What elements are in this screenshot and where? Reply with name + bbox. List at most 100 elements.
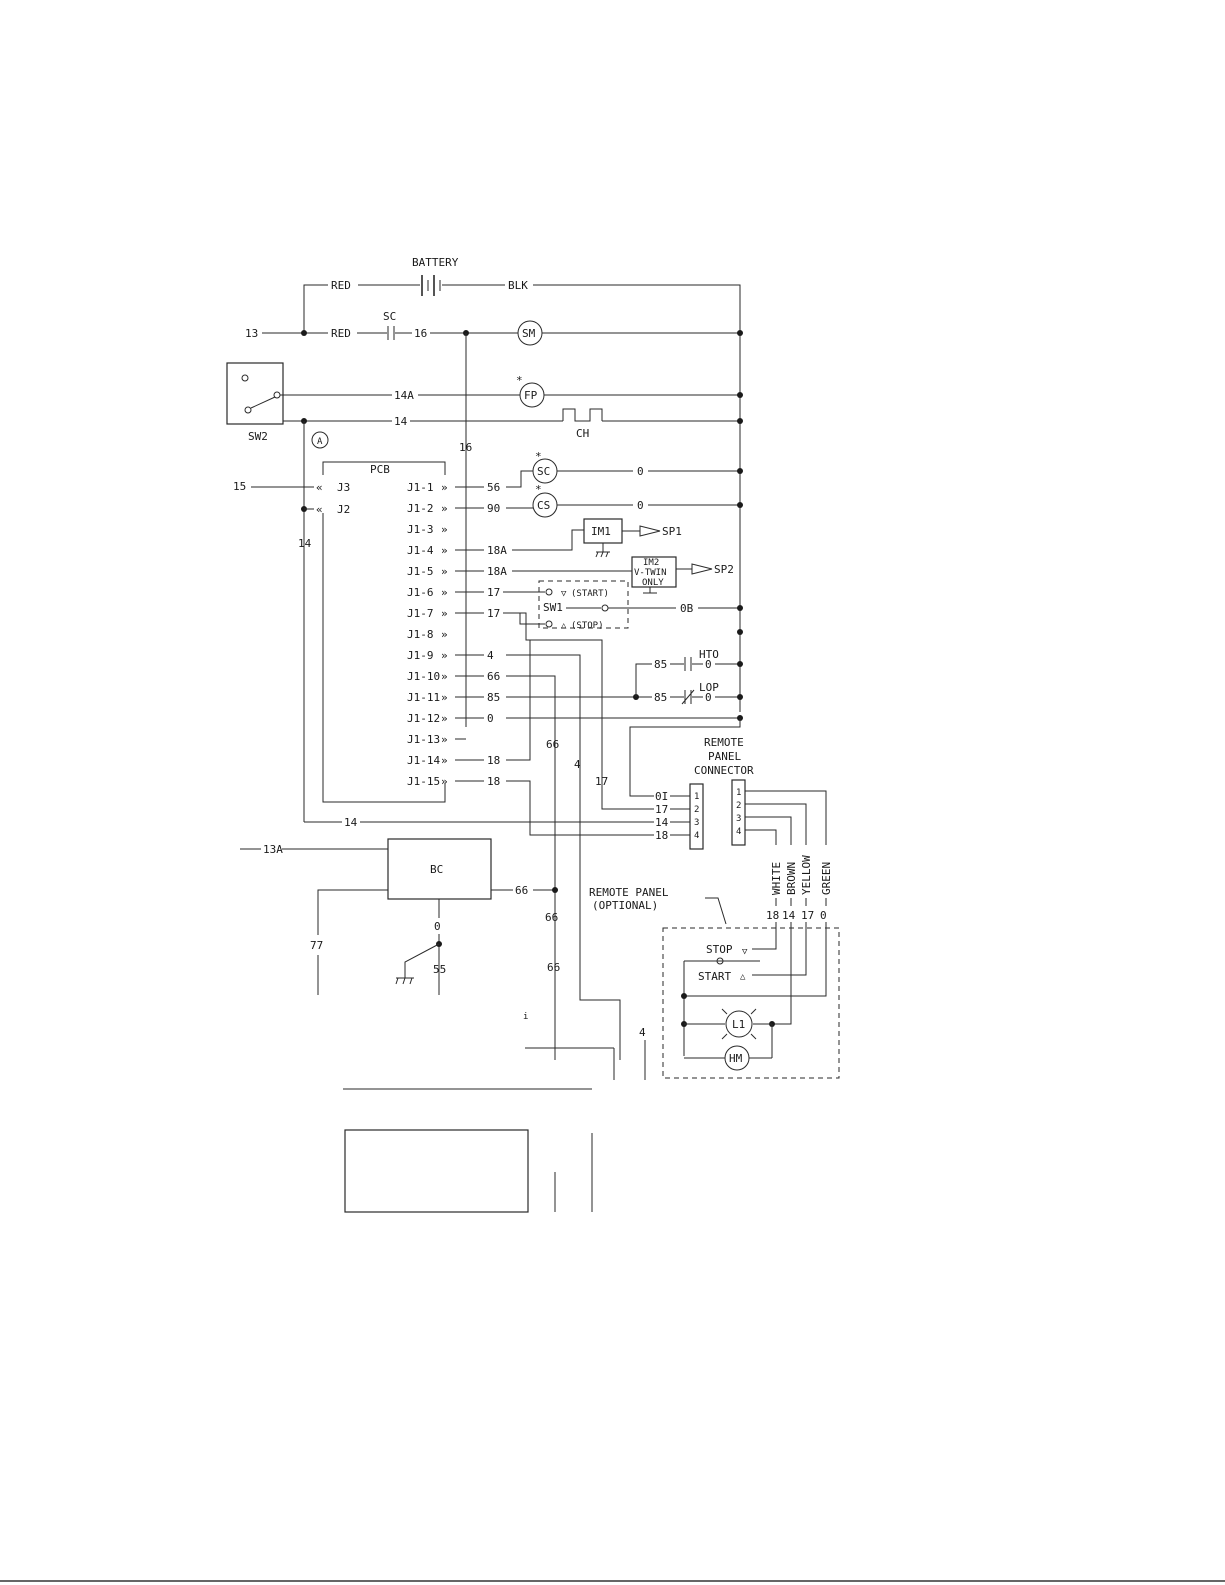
sc-contact-label: SC: [383, 310, 396, 323]
red-label-2: RED: [331, 327, 351, 340]
rpc-left-pin-4: 4: [694, 831, 699, 841]
j1-chevron-9: »: [441, 649, 448, 662]
j1-pin-1: J1-1: [407, 481, 434, 494]
j1-pin-4: J1-4: [407, 544, 434, 557]
hm-label: HM: [729, 1052, 743, 1065]
fp-label: FP: [524, 389, 538, 402]
l1-label: L1: [732, 1018, 745, 1031]
j1-wire-5: 18A: [487, 565, 507, 578]
j1-pin-15: J1-15: [407, 775, 440, 788]
j1-chevron-6: »: [441, 586, 448, 599]
rpc-wire-18: 18: [655, 829, 668, 842]
pcb-label: PCB: [370, 463, 390, 476]
remote-panel-title-2: (OPTIONAL): [592, 899, 658, 912]
j1-pin-7: J1-7: [407, 607, 434, 620]
im2-line1: IM2: [643, 558, 659, 568]
rpc-right-pin-2: 2: [736, 801, 741, 811]
j1-chevron-8: »: [441, 628, 448, 641]
j1-pin-14: J1-14: [407, 754, 440, 767]
rpc-left-pin-3: 3: [694, 818, 699, 828]
j3-label: J3: [337, 481, 350, 494]
rp-wire-17: 17: [801, 909, 814, 922]
rpc-right-pin-3: 3: [736, 814, 741, 824]
rp-start-label: START: [698, 970, 731, 983]
rp-stop-arrow: ▽: [742, 947, 748, 957]
j1-chevron-2: »: [441, 502, 448, 515]
j1-chevron-12: »: [441, 712, 448, 725]
sw1-stop-label: (STOP): [571, 621, 604, 631]
j1-pin-11: J1-11: [407, 691, 440, 704]
sw2-label: SW2: [248, 430, 268, 443]
wire-0-label-2: 0: [637, 499, 644, 512]
j1-chevron-13: »: [441, 733, 448, 746]
wire-color-yellow: YELLOW: [800, 855, 813, 895]
fragment-i: i: [523, 1012, 528, 1022]
sw2-switch: SW2 14A * FP 14 CH A: [226, 362, 743, 449]
wire-55-label: 55: [433, 963, 446, 976]
wire-77-label: 77: [310, 939, 323, 952]
wire-85-label-2: 85: [654, 691, 667, 704]
sw1-switch: ▽ (START) SW1 0B △ (STOP): [503, 580, 743, 635]
ignition-modules: IM1 SP1 IM2 V-TWIN ONLY SP2: [512, 518, 734, 594]
fp-asterisk: *: [516, 374, 523, 387]
im2-line3: ONLY: [642, 578, 664, 588]
j1-pin-6: J1-6: [407, 586, 434, 599]
j1-wire-11: 85: [487, 691, 500, 704]
rpc-title-line3: CONNECTOR: [694, 764, 754, 777]
wire-0-label-3: 0: [705, 658, 712, 671]
cs-asterisk: *: [535, 483, 542, 496]
rpc-left-pin-1: 1: [694, 792, 699, 802]
rp-wire-18: 18: [766, 909, 779, 922]
safety-switches: 85 HTO 0 85 LOP 0: [506, 648, 743, 721]
j1-chevron-5: »: [441, 565, 448, 578]
circle-a-label: A: [317, 437, 323, 447]
j1-wire-9: 4: [487, 649, 494, 662]
j1-pin-10: J1-10: [407, 670, 440, 683]
remote-panel-connector: REMOTE PANEL CONNECTOR 0I 17 14 18 1 2 3…: [655, 736, 833, 906]
rp-stop-label: STOP: [706, 943, 733, 956]
rpc-right-pin-1: 1: [736, 788, 741, 798]
wire-0-label-1: 0: [637, 465, 644, 478]
wire-14-label-3: 14: [344, 816, 358, 829]
j1-wire-12: 0: [487, 712, 494, 725]
j1-wire-15: 18: [487, 775, 500, 788]
rp-start-arrow: △: [740, 972, 746, 982]
wire-14-label-1: 14: [394, 415, 408, 428]
sw1-start-arrow: ▽: [561, 589, 567, 599]
rpc-right-pin-4: 4: [736, 827, 741, 837]
j1-pin-9: J1-9: [407, 649, 434, 662]
wire-color-brown: BROWN: [785, 862, 798, 895]
wire-15-label: 15: [233, 480, 246, 493]
wire-color-green: GREEN: [820, 862, 833, 895]
bc-block: 13A BC 66 77 0 55 i: [240, 838, 646, 1080]
j1-chevron-7: »: [441, 607, 448, 620]
blk-label: BLK: [508, 279, 528, 292]
wire-16-label-1: 16: [414, 327, 427, 340]
j1-pin-row: J1-1 J1-2 J1-3 J1-4 J1-5 J1-6 J1-7 J1-8 …: [407, 481, 507, 788]
pcb-board: PCB 15 « J3 « J2 14 14 J1-1 J1-2 J1-3 J1…: [233, 421, 654, 829]
j1-wire-1: 56: [487, 481, 500, 494]
j1-chevron-1: »: [441, 481, 448, 494]
wire-14a-label: 14A: [394, 389, 414, 402]
wire-66-label-4: 66: [547, 961, 560, 974]
wire-4-label-1: 4: [574, 758, 581, 771]
hto-label: HTO: [699, 648, 719, 661]
j1-chevron-4: »: [441, 544, 448, 557]
wire-66-label-2: 66: [515, 884, 528, 897]
sw1-label: SW1: [543, 601, 563, 614]
wire-17-label-rpc-vert: 17: [595, 775, 608, 788]
lower-fragment: [343, 1088, 593, 1213]
wire-16-label-2: 16: [459, 441, 472, 454]
wire-13a-label: 13A: [263, 843, 283, 856]
wire-4-label-2: 4: [639, 1026, 646, 1039]
wire-66-label-3: 66: [545, 911, 558, 924]
sw1-stop-arrow: △: [561, 621, 567, 631]
im1-label: IM1: [591, 525, 611, 538]
j1-chevron-11: »: [441, 691, 448, 704]
rpc-left-pin-2: 2: [694, 805, 699, 815]
j1-wire-7: 17: [487, 607, 500, 620]
j1-pin-5: J1-5: [407, 565, 434, 578]
lop-label: LOP: [699, 681, 719, 694]
wire-0b-label: 0B: [680, 602, 694, 615]
